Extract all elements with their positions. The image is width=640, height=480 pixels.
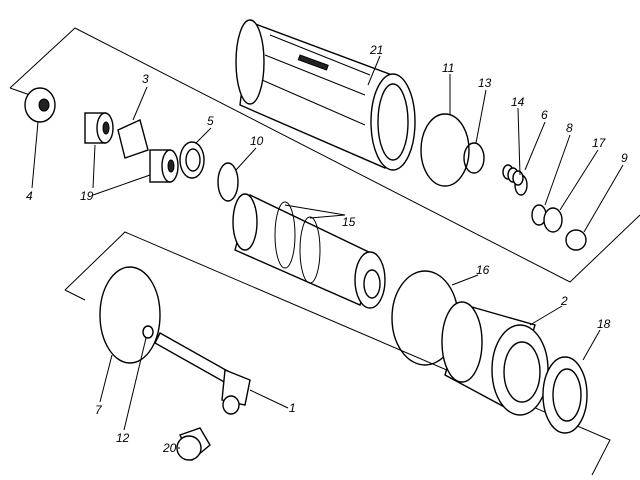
part-4-nut xyxy=(24,87,56,123)
part-3-bushing xyxy=(117,119,149,159)
label-19: 19 xyxy=(80,189,94,203)
label-15: 15 xyxy=(342,215,356,229)
part-17-nut xyxy=(543,207,563,233)
label-20: 20 xyxy=(163,441,177,455)
label-17: 17 xyxy=(592,136,606,150)
label-16: 16 xyxy=(476,263,490,277)
label-7: 7 xyxy=(95,403,102,417)
label-13: 13 xyxy=(478,76,492,90)
label-1: 1 xyxy=(289,401,296,415)
part-10-circlip xyxy=(217,162,239,202)
leader-lines xyxy=(31,55,624,449)
part-15-cylinder xyxy=(232,193,386,309)
label-14: 14 xyxy=(511,95,525,109)
label-12: 12 xyxy=(116,431,130,445)
label-5: 5 xyxy=(207,114,214,128)
label-10: 10 xyxy=(250,134,264,148)
assembly-outline-upper xyxy=(9,27,640,283)
part-1-fitting xyxy=(154,332,251,415)
part-6-spring xyxy=(502,164,524,186)
part-11-snap-ring xyxy=(420,113,470,187)
label-18: 18 xyxy=(597,317,611,331)
label-9: 9 xyxy=(621,151,628,165)
part-7-circlip xyxy=(99,266,161,364)
label-21: 21 xyxy=(370,43,384,57)
assembly-outline-lower xyxy=(64,231,611,476)
label-4: 4 xyxy=(26,189,33,203)
part-9-cap xyxy=(565,229,587,251)
label-2: 2 xyxy=(561,294,568,308)
part-18-seal xyxy=(542,356,588,434)
part-19-bearing-a xyxy=(84,112,114,144)
label-11: 11 xyxy=(442,61,455,75)
part-5-ring xyxy=(179,141,205,179)
label-6: 6 xyxy=(541,108,548,122)
part-12-o-ring xyxy=(142,325,154,339)
part-21-sleeve xyxy=(235,19,416,171)
part-20-cap xyxy=(176,427,211,462)
part-19-bearing-b xyxy=(149,149,179,183)
part-2-housing xyxy=(441,301,549,416)
label-3: 3 xyxy=(142,72,149,86)
label-8: 8 xyxy=(566,121,573,135)
part-13-ring xyxy=(463,142,485,174)
